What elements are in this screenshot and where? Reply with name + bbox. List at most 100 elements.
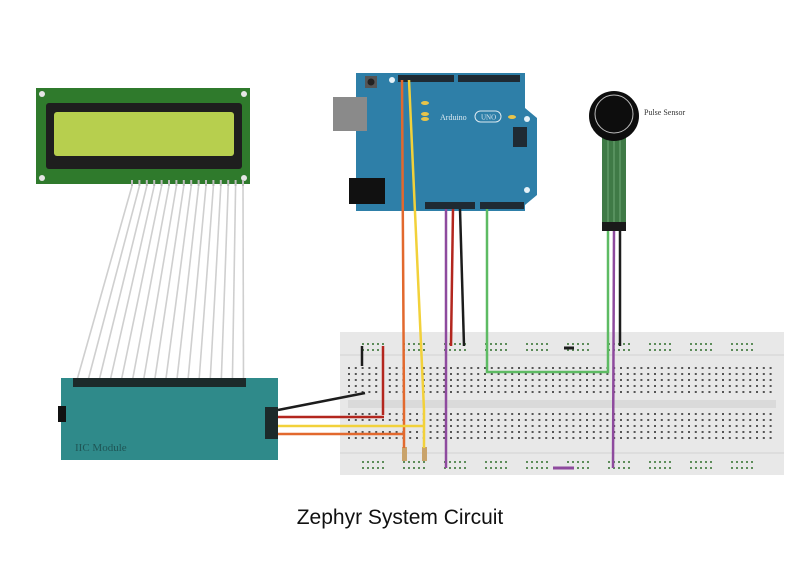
breadboard-hole [701,367,704,369]
breadboard-hole [395,379,398,381]
breadboard-hole [409,413,412,415]
breadboard-hole [628,349,630,351]
breadboard-hole [728,437,731,439]
breadboard-hole [587,343,589,345]
breadboard-hole [700,467,702,469]
breadboard-hole [586,425,588,427]
breadboard-hole [667,419,670,421]
breadboard-hole [558,367,561,369]
breadboard-hole [409,385,412,387]
breadboard-hole [756,413,758,415]
breadboard-hole [495,349,497,351]
breadboard-hole [416,373,418,375]
breadboard-hole [681,385,684,387]
breadboard-hole [586,413,588,415]
breadboard-hole [708,373,711,375]
breadboard-hole [660,367,663,369]
breadboard-hole [620,431,622,433]
breadboard-hole [361,413,364,415]
breadboard-hole [416,391,418,393]
breadboard-hole [545,431,548,433]
breadboard-hole [511,391,514,393]
breadboard-hole [756,419,758,421]
breadboard-hole [599,379,602,381]
breadboard-hole [586,373,588,375]
breadboard-hole [749,385,752,387]
lcd-pin [145,180,148,186]
ribbon-wire [131,185,170,381]
breadboard-hole [416,437,418,439]
breadboard-hole [450,379,452,381]
breadboard-hole [531,367,534,369]
breadboard-hole [742,437,745,439]
breadboard-hole [429,431,432,433]
breadboard-hole [450,385,452,387]
breadboard-hole [443,425,446,427]
breadboard-hole [579,379,582,381]
breadboard-hole [572,367,575,369]
breadboard-hole [490,379,493,381]
breadboard-hole [769,419,772,421]
breadboard-hole [688,379,690,381]
ribbon-wire [120,185,163,381]
breadboard-hole [769,379,772,381]
breadboard-hole [382,343,384,345]
breadboard-hole [681,379,684,381]
breadboard-hole [443,373,446,375]
breadboard-hole [667,391,670,393]
breadboard-hole [640,373,643,375]
breadboard-hole [450,425,452,427]
breadboard-hole [490,437,493,439]
breadboard-hole [423,467,425,469]
breadboard-hole [742,367,745,369]
breadboard-hole [409,431,412,433]
breadboard-hole [592,413,595,415]
breadboard-hole [722,373,724,375]
breadboard-hole [526,461,528,463]
breadboard-hole [538,367,541,369]
breadboard-hole [681,373,684,375]
breadboard-hole [742,419,745,421]
breadboard-hole [736,461,738,463]
breadboard-hole [375,367,378,369]
breadboard-hole [511,437,514,439]
breadboard-hole [416,419,418,421]
breadboard-hole [620,419,622,421]
breadboard-hole [756,385,758,387]
breadboard-hole [388,367,391,369]
breadboard-hole [456,367,459,369]
breadboard-hole [654,379,656,381]
breadboard-hole [456,419,459,421]
breadboard-hole [762,413,765,415]
breadboard-hole [582,467,584,469]
breadboard-hole [511,367,514,369]
ribbon-wire [209,185,222,381]
breadboard-hole [715,425,718,427]
breadboard-hole [416,379,418,381]
breadboard-hole [674,437,677,439]
breadboard-hole [409,437,412,439]
breadboard-hole [552,425,554,427]
breadboard-hole [484,385,486,387]
breadboard-hole [456,431,459,433]
breadboard-hole [746,343,748,345]
breadboard-hole [688,413,690,415]
breadboard-hole [708,425,711,427]
breadboard-hole [518,425,520,427]
breadboard-hole [592,379,595,381]
arduino-label: Arduino [440,113,467,122]
breadboard-hole [526,349,528,351]
breadboard-hole [418,461,420,463]
breadboard-hole [545,373,548,375]
ribbon-wire [198,185,215,381]
breadboard-hole [674,373,677,375]
lcd-pin [175,180,178,186]
breadboard-hole [524,425,527,427]
breadboard-hole [587,467,589,469]
breadboard-hole [395,413,398,415]
breadboard-hole [626,419,629,421]
breadboard-hole [546,467,548,469]
ribbon-wire [242,185,245,381]
breadboard-hole [592,419,595,421]
breadboard-hole [348,385,350,387]
